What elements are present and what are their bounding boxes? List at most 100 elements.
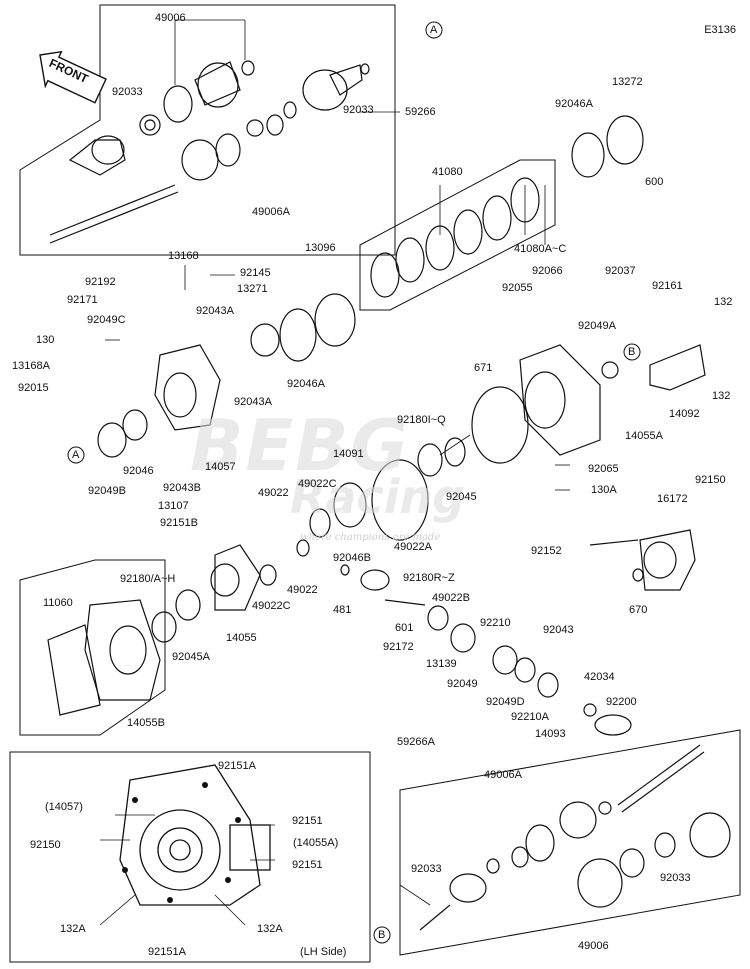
callout-letter-a-top: A — [430, 24, 438, 36]
watermark-logo-sub: Racing — [290, 470, 466, 524]
part-label: 13168 — [168, 250, 199, 262]
part-label: 42034 — [584, 671, 615, 683]
part-label: 92049C — [87, 314, 126, 326]
part-label: 92043A — [234, 396, 272, 408]
inset-caption: (LH Side) — [300, 946, 347, 958]
cover-frame — [19, 559, 166, 736]
part-label: 670 — [629, 604, 648, 616]
part-label: 92151B — [160, 517, 198, 529]
part-label: 92043A — [196, 305, 234, 317]
housing-parts — [47, 115, 706, 736]
part-label: 92046A — [287, 378, 325, 390]
part-label: (14057) — [45, 801, 83, 813]
part-label: 92192 — [85, 276, 116, 288]
part-label: 49022A — [394, 541, 432, 553]
part-label: 130 — [36, 334, 55, 346]
callout-letter-b-right: B — [628, 346, 636, 358]
part-label: 671 — [474, 362, 493, 374]
part-label: 13271 — [237, 283, 268, 295]
part-label: 92151 — [292, 815, 323, 827]
part-label: 130A — [591, 484, 617, 496]
watermark-tagline: where champions are made — [300, 532, 441, 543]
part-label: 600 — [645, 176, 664, 188]
part-label: 92145 — [240, 267, 271, 279]
part-label: 92066 — [532, 265, 563, 277]
clutch-frame — [359, 159, 556, 311]
inset-housing-drawing — [119, 764, 271, 906]
part-label: 92200 — [606, 696, 637, 708]
watermark-logo: BEBG — [190, 405, 410, 487]
part-label: 92046A — [555, 98, 593, 110]
diagram-code: E3136 — [704, 24, 736, 36]
callout-b-right — [623, 343, 641, 361]
part-label: 92151 — [292, 859, 323, 871]
part-label: 92046 — [123, 465, 154, 477]
part-label: 92033 — [660, 872, 691, 884]
part-label: 13139 — [426, 658, 457, 670]
part-label: 49022C — [252, 600, 291, 612]
lower-shaft-frame — [399, 729, 741, 956]
part-label: 92151A — [218, 760, 256, 772]
part-label: 92210 — [480, 617, 511, 629]
part-label: 92043B — [163, 482, 201, 494]
part-label: 92180R~Z — [403, 572, 455, 584]
leader-lines — [99, 5, 570, 926]
part-label: 132 — [712, 390, 731, 402]
part-label: 13107 — [158, 500, 189, 512]
part-label: 92015 — [18, 382, 49, 394]
part-label: 92172 — [383, 641, 414, 653]
part-label: 49006A — [484, 769, 522, 781]
part-label: 601 — [395, 622, 414, 634]
part-label: 92180I~Q — [397, 414, 446, 426]
part-label: 92161 — [652, 280, 683, 292]
part-label: 49006 — [578, 940, 609, 952]
part-label: 92150 — [30, 839, 61, 851]
part-label: 92065 — [588, 463, 619, 475]
callout-circles — [67, 21, 641, 944]
part-label: 14055A — [625, 430, 663, 442]
part-label: 41080A~C — [514, 243, 567, 255]
upper-shaft-parts — [49, 60, 370, 244]
part-label: 92180/A~H — [120, 573, 176, 585]
part-label: 14057 — [205, 461, 236, 473]
part-label: 13096 — [305, 242, 336, 254]
part-label: 92049D — [486, 696, 525, 708]
part-label: 13272 — [612, 76, 643, 88]
part-label: 92043 — [543, 624, 574, 636]
part-label: 13168A — [12, 360, 50, 372]
callout-letter-b-bottom: B — [378, 929, 386, 941]
upper-shaft-frame — [19, 4, 396, 256]
part-label: 92037 — [605, 265, 636, 277]
part-label: 92055 — [502, 282, 533, 294]
callout-a-top — [425, 21, 443, 39]
part-label: 14055B — [127, 717, 165, 729]
callout-a-left — [67, 446, 85, 464]
part-label: 92045 — [446, 491, 477, 503]
part-label: 14093 — [535, 728, 566, 740]
part-label: 92152 — [531, 545, 562, 557]
part-label: 49006A — [252, 206, 290, 218]
callout-letter-a-left: A — [72, 449, 80, 461]
front-arrow-icon — [39, 50, 107, 104]
part-label: 16172 — [657, 493, 688, 505]
part-label: 59266A — [397, 736, 435, 748]
part-label: 49022 — [287, 584, 318, 596]
part-label: 49022 — [258, 487, 289, 499]
part-label: 481 — [333, 604, 352, 616]
part-label: 92171 — [67, 294, 98, 306]
part-label: 92049B — [88, 485, 126, 497]
callout-b-bottom — [373, 926, 391, 944]
part-label: 92151A — [148, 946, 186, 958]
part-label: 49006 — [155, 12, 186, 24]
part-label: 132A — [60, 923, 86, 935]
part-label: 92033 — [343, 104, 374, 116]
part-label: (14055A) — [293, 837, 339, 849]
inset-frame — [9, 751, 371, 963]
part-label: 92033 — [411, 863, 442, 875]
part-label: 14091 — [333, 448, 364, 460]
part-label: 92049 — [447, 678, 478, 690]
part-label: 41080 — [432, 166, 463, 178]
part-label: 14092 — [669, 408, 700, 420]
